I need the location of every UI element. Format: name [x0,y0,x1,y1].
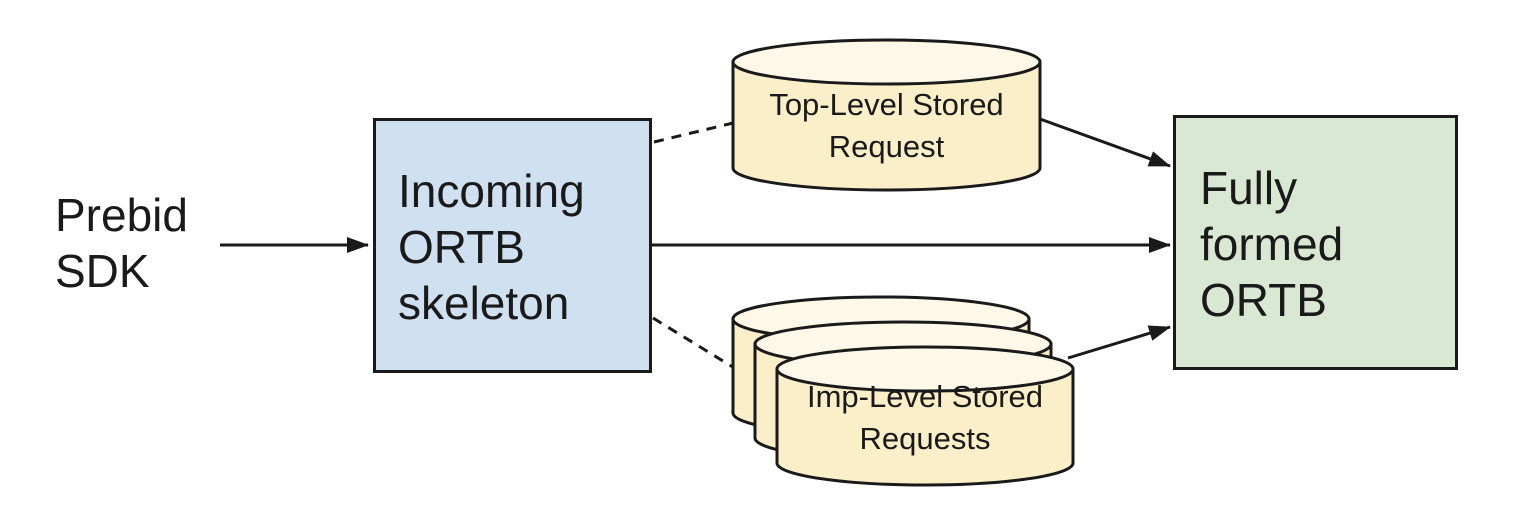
top-stored-request-cylinder-lid [731,38,1042,86]
prebid-sdk-label: Prebid SDK [55,189,188,297]
top-stored-request-cylinder [731,38,1042,192]
edge-imp-stored-to-fully-arrow [1067,325,1171,360]
incoming-ortb-skeleton-label: Incoming ORTB skeleton [398,165,585,329]
imp-level-stored-requests-label: Imp-Level Stored Requests [806,379,1044,456]
imp-stored-cylinder-front [775,345,1075,487]
fully-formed-ortb-label: Fully formed ORTB [1200,162,1344,326]
incoming-ortb-skeleton-box [373,118,652,373]
top-stored-request-cylinder-body [731,60,1042,192]
imp-stored-requests-cylinder-stack [731,295,1075,487]
top-level-stored-request-label: Top-Level Stored Request [769,87,1004,164]
edge-incoming-to-top-stored-dashed [653,121,734,144]
fully-formed-ortb-box [1173,115,1458,370]
edge-top-stored-to-fully-arrow [1039,117,1171,168]
